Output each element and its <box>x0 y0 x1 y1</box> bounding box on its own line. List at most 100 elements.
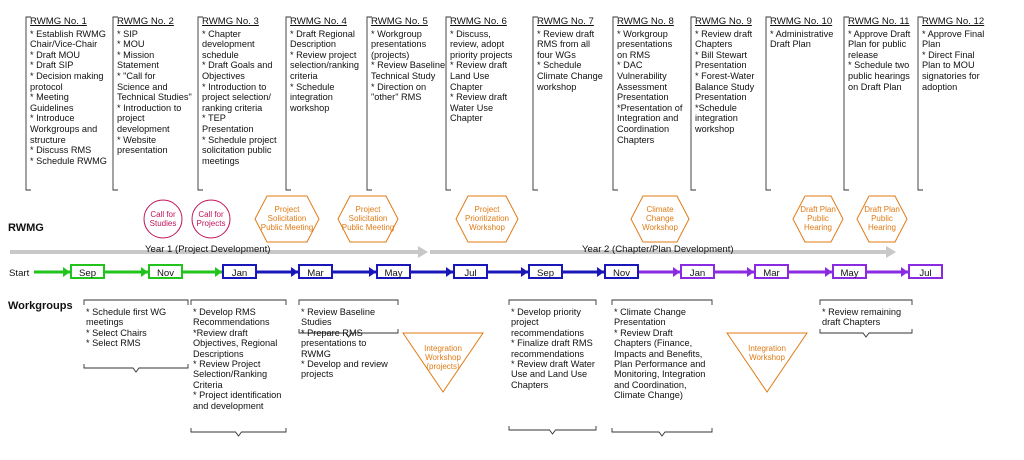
month-sep: Sep <box>70 264 105 279</box>
meeting-item: Balance Study <box>695 81 755 92</box>
meeting-bracket <box>112 16 118 191</box>
meeting-item: (projects) <box>371 49 410 60</box>
meeting-item: criteria <box>290 70 318 81</box>
meeting-item: Integration and <box>617 113 679 124</box>
meeting-item: Draft Plan <box>770 39 811 50</box>
workgroup-top-brace <box>611 299 713 305</box>
meeting-item: workshop <box>695 123 735 134</box>
meeting-title: RWMG No. 4 <box>290 16 347 27</box>
meeting-item: ranking criteria <box>202 102 263 113</box>
meeting-bracket <box>843 16 849 191</box>
workgroup-item: * Finalize draft RMS <box>511 338 593 349</box>
workgroup-item: Presentation <box>614 317 666 328</box>
meeting-item: * Review project <box>290 49 357 60</box>
workgroup-item: Monitoring, Integration <box>614 369 706 380</box>
meeting-item: development <box>202 39 255 50</box>
meeting-item: schedule <box>202 49 239 60</box>
workgroup-item: Studies <box>301 317 332 328</box>
meeting-item: Workgroups and <box>30 123 98 134</box>
timeline-arrowhead <box>901 267 908 277</box>
timeline-arrowhead <box>215 267 222 277</box>
meeting-item: *Presentation of <box>617 102 683 113</box>
meeting-item: * Review draft <box>695 28 753 39</box>
meeting-item: Plan <box>922 39 941 50</box>
meeting-item: * Review draft <box>450 60 508 71</box>
meeting-item: * Draft Goals and <box>202 60 273 71</box>
workgroups-label: Workgroups <box>8 300 73 312</box>
hexagon-line: Solicitation <box>348 214 388 224</box>
meeting-item: * Introduce <box>30 113 75 124</box>
month-mar: Mar <box>298 264 333 279</box>
meeting-item: workshop <box>290 102 330 113</box>
workgroup-item: * Develop and review <box>301 359 388 370</box>
meeting-item: presentation <box>117 145 168 156</box>
workgroup-item: *Review draft <box>193 327 248 338</box>
workgroup-bottom-brace <box>190 428 287 437</box>
meeting-item: * Discuss RMS <box>30 145 92 156</box>
meeting-item: * Discuss, <box>450 28 491 39</box>
event-hexagon <box>254 195 320 243</box>
meeting-item: integration <box>290 92 333 103</box>
workgroup-item: Recommendations <box>193 317 270 328</box>
meeting-item: Chapter <box>450 113 483 124</box>
timeline-arrowhead <box>369 267 376 277</box>
rwmg-label: RWMG <box>8 222 44 234</box>
meeting-item: * Meeting <box>30 92 69 103</box>
year1-label: Year 1 (Project Development) <box>145 244 271 255</box>
month-jul: Jul <box>908 264 943 279</box>
meeting-title: RWMG No. 10 <box>770 16 833 27</box>
meeting-item: "other" RMS <box>371 92 422 103</box>
meeting-item: * Workgroup <box>617 28 668 39</box>
workgroup-item: draft Chapters <box>822 317 881 328</box>
meeting-bracket <box>366 16 372 191</box>
workgroup-item: * Project identification <box>193 390 282 401</box>
meeting-title: RWMG No. 9 <box>695 16 752 27</box>
meeting-item: Presentation <box>695 92 747 103</box>
workgroup-item: * Review Draft <box>614 327 673 338</box>
triangle-line: Integration <box>424 344 462 353</box>
meeting-item: RMS from all <box>537 39 591 50</box>
meeting-item: * Introduction to <box>202 81 267 92</box>
meeting-item: structure <box>30 134 66 145</box>
hexagon-line: Public <box>871 214 893 224</box>
year2-arrow-shaft <box>430 250 888 254</box>
year1-arrow-shaft <box>10 250 420 254</box>
workgroup-item: * Develop priority <box>511 307 581 317</box>
year2-arrow-head <box>886 246 896 258</box>
meeting-item: * MOU <box>117 39 145 50</box>
hexagon-line: Public Meeting <box>341 223 395 233</box>
meeting-bracket <box>285 16 291 191</box>
meeting-item: Chair/Vice-Chair <box>30 39 98 50</box>
meeting-item: adoption <box>922 81 958 92</box>
meeting-bracket <box>25 16 31 191</box>
workgroup-item: Chapters (Finance, <box>614 338 693 349</box>
triangle-line: Integration <box>748 344 786 353</box>
workgroup-item: Selection/Ranking <box>193 369 268 380</box>
hexagon-line: Workshop <box>642 223 678 233</box>
month-nov: Nov <box>604 264 639 279</box>
meeting-item: Guidelines <box>30 102 74 113</box>
timeline-arrowhead <box>291 267 298 277</box>
meeting-item: signatories for <box>922 70 980 81</box>
workgroup-item: Impacts and Benefits, <box>614 348 703 359</box>
meeting-item: Land Use <box>450 70 490 81</box>
meeting-item: * Forest-Water <box>695 70 755 81</box>
meeting-item: on Draft Plan <box>848 81 902 92</box>
timeline-arrowhead <box>63 267 70 277</box>
meeting-item: * Review draft <box>537 28 595 39</box>
workgroup-item: * Review remaining <box>822 307 902 317</box>
meeting-item: * Schedule two <box>848 60 910 71</box>
meeting-item: presentations <box>371 39 427 50</box>
